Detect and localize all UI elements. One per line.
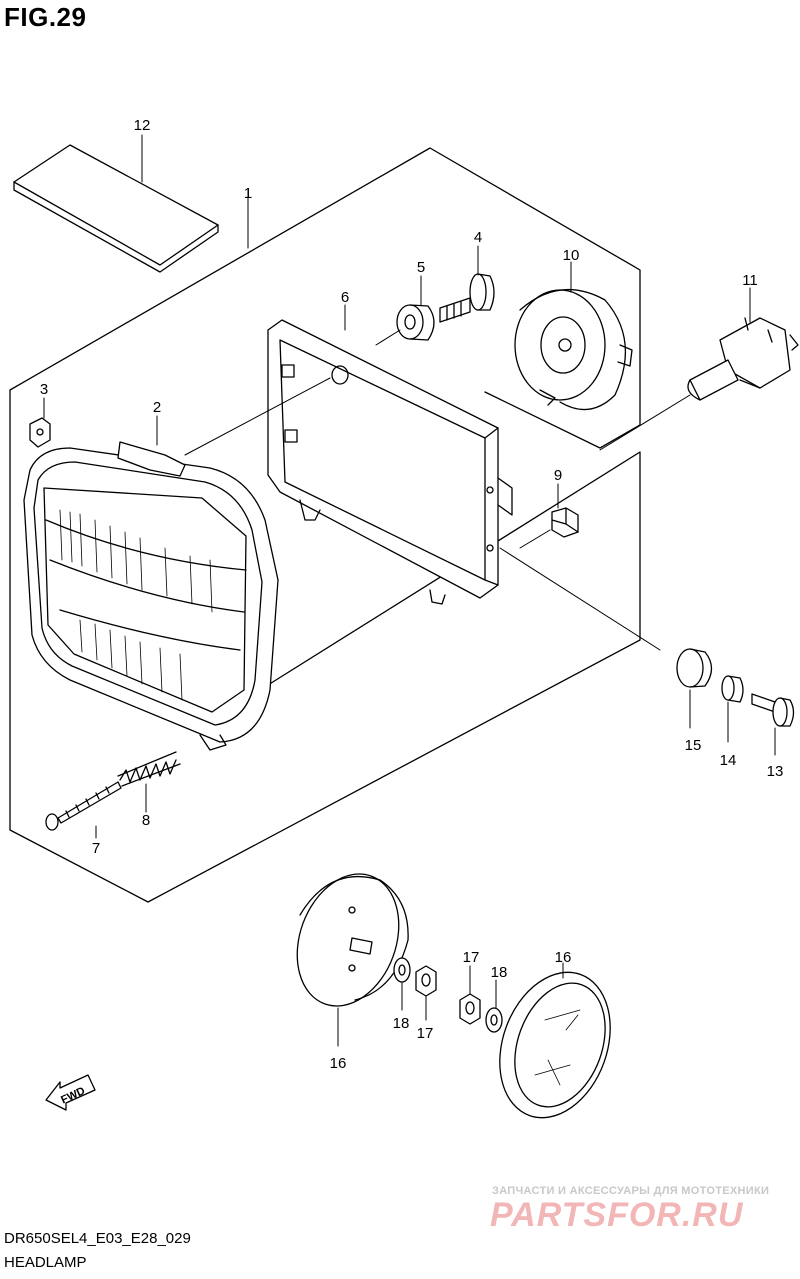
part-17-nut-right	[459, 993, 481, 1025]
part-3-nut	[29, 417, 51, 448]
part-11-halogen-bulb	[687, 317, 799, 401]
part-18-washer-right	[485, 1007, 503, 1033]
part-17-nut-left	[415, 965, 437, 997]
label-part-3: 3	[40, 381, 48, 398]
diagram-code: DR650SEL4_E03_E28_029	[4, 1230, 191, 1247]
part-13-bolt	[751, 693, 795, 727]
fwd-arrow: FWD	[45, 1074, 96, 1111]
leader-lines	[43, 134, 776, 1047]
part-14-spacer	[721, 675, 744, 703]
label-part-18-left: 18	[393, 1015, 410, 1032]
label-part-13: 13	[767, 763, 784, 780]
label-part-18-right: 18	[491, 964, 508, 981]
part-5-grommet	[396, 304, 435, 341]
label-part-16-right: 16	[555, 949, 572, 966]
label-part-16-left: 16	[330, 1055, 347, 1072]
label-part-14: 14	[720, 752, 737, 769]
label-part-17-right: 17	[463, 949, 480, 966]
label-part-17-left: 17	[417, 1025, 434, 1042]
label-part-2: 2	[153, 399, 161, 416]
label-part-9: 9	[554, 467, 562, 484]
part-15-cushion	[676, 648, 713, 688]
label-part-1: 1	[244, 185, 252, 202]
part-7-adjust-screw	[45, 781, 122, 831]
label-part-8: 8	[142, 812, 150, 829]
assembly-lines	[184, 329, 691, 651]
label-part-15: 15	[685, 737, 702, 754]
watermark-brand: PARTSFOR.RU	[490, 1196, 744, 1234]
label-part-4: 4	[474, 229, 482, 246]
part-9-clip-nut	[551, 507, 579, 538]
part-4-screw	[439, 273, 495, 323]
diagram-name: HEADLAMP	[4, 1254, 87, 1271]
label-part-6: 6	[341, 289, 349, 306]
part-16-cover-right	[499, 971, 611, 1119]
part-18-washer-left	[393, 957, 411, 983]
part-12-sheet	[13, 144, 219, 273]
watermark-tagline: ЗАПЧАСТИ И АКСЕССУАРЫ ДЛЯ МОТОТЕХНИКИ	[492, 1185, 770, 1197]
label-part-10: 10	[563, 247, 580, 264]
part-8-spring	[117, 751, 181, 787]
part-2-headlamp-unit	[23, 441, 279, 751]
label-part-11: 11	[742, 272, 758, 289]
assembly-outline	[9, 147, 641, 903]
part-6-housing-frame	[267, 319, 513, 605]
figure-title: FIG.29	[4, 2, 87, 32]
part-10-socket-cover	[514, 288, 633, 411]
part-16-cover-left	[296, 873, 409, 1007]
label-part-7: 7	[92, 840, 100, 857]
label-part-5: 5	[417, 259, 425, 276]
label-part-12: 12	[134, 117, 151, 134]
